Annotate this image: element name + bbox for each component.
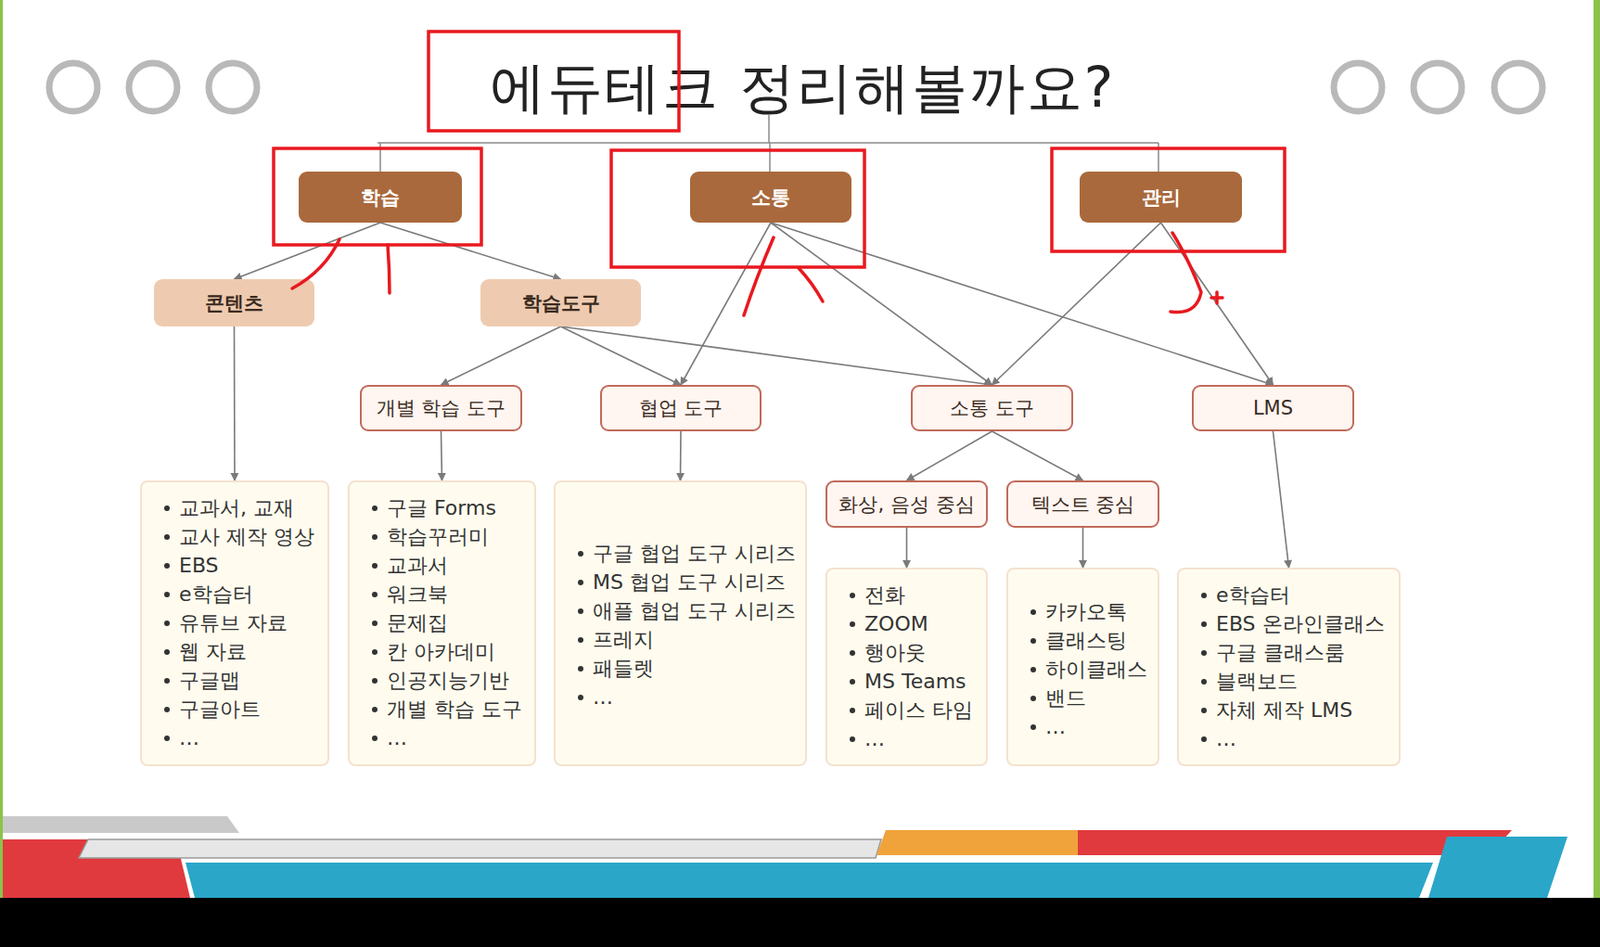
- arrow-connector: [680, 222, 771, 385]
- arrow-connector: [1082, 527, 1085, 568]
- category-box: 관리: [1079, 171, 1242, 223]
- example-list: e학습터EBS 온라인클래스구글 클래스룸블랙보드자체 제작 LMS…: [1177, 567, 1401, 767]
- arrow-connector: [906, 527, 909, 568]
- list-item: 구글 Forms: [370, 493, 529, 523]
- list-item: 개별 학습 도구: [370, 694, 529, 724]
- arrow-connector: [770, 222, 993, 385]
- arrow-connector: [679, 431, 682, 481]
- list-item: e학습터: [162, 579, 322, 609]
- node-label: 콘텐츠: [204, 290, 264, 317]
- list-item: 교사 제작 영상: [162, 522, 322, 551]
- arrow-connector: [992, 431, 1084, 481]
- list-item: 자체 제작 LMS: [1199, 695, 1394, 725]
- tool-type-box: LMS: [1191, 384, 1355, 432]
- list-item: …: [1199, 724, 1394, 754]
- node-label: LMS: [1253, 396, 1293, 420]
- tool-type-box: 텍스트 중심: [1006, 480, 1160, 528]
- tool-type-box: 개별 학습 도구: [359, 384, 523, 432]
- list-item: 칸 아카데미: [370, 637, 529, 666]
- arrow-connector: [441, 431, 443, 481]
- arrow-connector: [234, 222, 382, 280]
- arrow-connector: [907, 431, 993, 481]
- list-item: 카카오톡: [1028, 597, 1152, 627]
- node-label: 협업 도구: [639, 395, 724, 422]
- list-item: MS 협업 도구 시리즈: [576, 567, 800, 597]
- node-label: 화상, 음성 중심: [838, 491, 974, 518]
- arrow-connector: [561, 326, 682, 385]
- tool-type-box: 소통 도구: [910, 384, 1074, 432]
- node-label: 학습도구: [522, 290, 601, 317]
- list-item: 학습꾸러미: [370, 522, 529, 551]
- list-item: 밴드: [1028, 683, 1152, 713]
- example-list: 교과서, 교재교사 제작 영상EBSe학습터유튜브 자료웹 자료구글맵구글아트…: [140, 480, 330, 767]
- example-list: 구글 협업 도구 시리즈MS 협업 도구 시리즈애플 협업 도구 시리즈프레지패…: [553, 480, 807, 767]
- node-label: 개별 학습 도구: [376, 395, 506, 422]
- arrow-connector: [233, 326, 236, 481]
- list-item: EBS: [162, 550, 322, 580]
- list-item: 패들렛: [576, 653, 800, 683]
- subcategory-box: 콘텐츠: [153, 279, 315, 327]
- category-box: 소통: [690, 171, 852, 223]
- list-item: 구글 클래스룸: [1199, 638, 1394, 667]
- title-tree-lines: [377, 115, 1159, 172]
- list-item: 구글 협업 도구 시리즈: [576, 538, 800, 568]
- list-item: …: [370, 723, 529, 753]
- list-item: 클래스팅: [1028, 626, 1152, 655]
- subcategory-box: 학습도구: [480, 279, 641, 327]
- list-item: 전화: [847, 580, 981, 610]
- list-item: 문제집: [370, 608, 529, 638]
- list-item: 교과서, 교재: [162, 493, 322, 523]
- list-item: 웹 자료: [162, 637, 322, 666]
- list-item: 인공지능기반: [370, 665, 529, 695]
- list-item: e학습터: [1199, 580, 1394, 610]
- arrow-connector: [380, 222, 562, 280]
- red-annotation: [273, 31, 1285, 316]
- list-item: …: [576, 682, 800, 712]
- list-item: 하이클래스: [1028, 654, 1152, 684]
- title: 에듀테크 정리해볼까요?: [371, 46, 1234, 128]
- arrow-connector: [770, 222, 1274, 385]
- example-list: 전화ZOOM행아웃MS Teams페이스 타임…: [825, 567, 988, 767]
- node-label: 텍스트 중심: [1031, 491, 1136, 518]
- arrow-connector: [561, 326, 993, 385]
- list-item: 유튜브 자료: [162, 608, 322, 638]
- list-item: ZOOM: [847, 609, 981, 639]
- node-label: 소통: [751, 184, 791, 211]
- node-label: 관리: [1141, 184, 1181, 211]
- list-item: …: [1028, 712, 1152, 742]
- example-list: 카카오톡클래스팅하이클래스밴드…: [1006, 567, 1160, 767]
- list-item: MS Teams: [847, 666, 981, 696]
- list-item: 애플 협업 도구 시리즈: [576, 596, 800, 626]
- arrow-connector: [441, 326, 562, 385]
- list-item: EBS 온라인클래스: [1199, 609, 1394, 639]
- list-item: 행아웃: [847, 638, 981, 667]
- arrow-connector: [992, 222, 1162, 385]
- list-item: 교과서: [370, 550, 529, 580]
- list-item: 페이스 타임: [847, 695, 981, 725]
- node-label: 학습: [360, 184, 400, 211]
- node-label: 소통 도구: [949, 395, 1035, 422]
- arrow-connector: [1273, 431, 1290, 568]
- list-item: 워크북: [370, 579, 529, 609]
- list-item: 구글맵: [162, 665, 322, 695]
- example-list: 구글 Forms학습꾸러미교과서워크북문제집칸 아카데미인공지능기반개별 학습 …: [347, 480, 537, 767]
- tool-type-box: 협업 도구: [600, 384, 762, 432]
- arrow-connector: [1161, 222, 1274, 385]
- list-item: …: [847, 724, 981, 754]
- list-item: 프레지: [576, 625, 800, 654]
- list-item: …: [162, 723, 322, 753]
- category-box: 학습: [298, 171, 462, 223]
- list-item: 구글아트: [162, 694, 322, 724]
- list-item: 블랙보드: [1199, 666, 1394, 696]
- tool-type-box: 화상, 음성 중심: [825, 480, 988, 528]
